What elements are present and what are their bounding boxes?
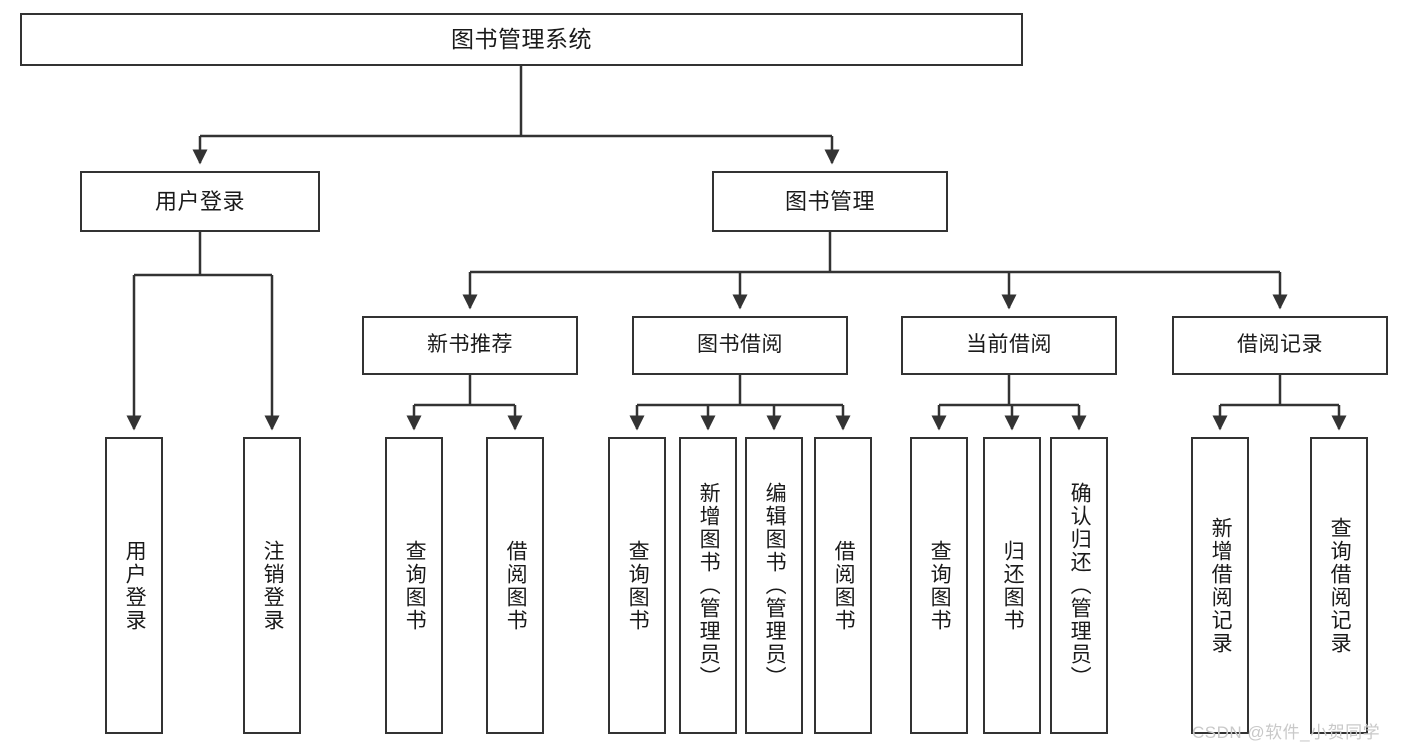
leaf-add-book-admin[interactable]: 新增图书（管理员） (679, 437, 737, 734)
node-label: 图书借阅 (697, 333, 783, 357)
leaf-query-book-1[interactable]: 查询图书 (385, 437, 443, 734)
node-borrow-record[interactable]: 借阅记录 (1172, 316, 1388, 375)
leaf-add-borrow-record[interactable]: 新增借阅记录 (1191, 437, 1249, 734)
leaf-return-book[interactable]: 归还图书 (983, 437, 1041, 734)
leaf-label: 编辑图书（管理员） (763, 482, 787, 689)
leaf-borrow-book-2[interactable]: 借阅图书 (814, 437, 872, 734)
node-current-borrow[interactable]: 当前借阅 (901, 316, 1117, 375)
leaf-query-borrow-record[interactable]: 查询借阅记录 (1310, 437, 1368, 734)
leaf-label: 归还图书 (1001, 539, 1025, 632)
leaf-label: 查询借阅记录 (1328, 516, 1352, 655)
leaf-edit-book-admin[interactable]: 编辑图书（管理员） (745, 437, 803, 734)
csdn-watermark: CSDN @软件_小贺同学 (1192, 723, 1381, 742)
leaf-label: 借阅图书 (504, 539, 528, 632)
leaf-label: 注销登录 (261, 539, 285, 632)
leaf-label: 借阅图书 (832, 539, 856, 632)
leaf-borrow-book-1[interactable]: 借阅图书 (486, 437, 544, 734)
node-label: 图书管理 (784, 188, 875, 214)
leaf-label: 查询图书 (928, 539, 952, 632)
leaf-label: 查询图书 (403, 539, 427, 632)
node-label: 当前借阅 (966, 333, 1052, 357)
leaf-query-book-2[interactable]: 查询图书 (608, 437, 666, 734)
leaf-label: 新增借阅记录 (1209, 516, 1233, 655)
node-book-borrow[interactable]: 图书借阅 (632, 316, 848, 375)
leaf-label: 查询图书 (626, 539, 650, 632)
leaf-label: 新增图书（管理员） (697, 482, 721, 689)
node-label: 用户登录 (154, 188, 245, 214)
leaf-user-logout[interactable]: 注销登录 (243, 437, 301, 734)
node-book-management-system[interactable]: 图书管理系统 (20, 13, 1023, 66)
node-label: 图书管理系统 (451, 26, 592, 53)
leaf-label: 用户登录 (123, 539, 147, 632)
leaf-confirm-return-admin[interactable]: 确认归还（管理员） (1050, 437, 1108, 734)
node-book-management[interactable]: 图书管理 (712, 171, 948, 232)
node-new-book-recommend[interactable]: 新书推荐 (362, 316, 578, 375)
leaf-user-login[interactable]: 用户登录 (105, 437, 163, 734)
node-label: 借阅记录 (1237, 333, 1323, 357)
node-label: 新书推荐 (427, 333, 513, 357)
leaf-query-book-3[interactable]: 查询图书 (910, 437, 968, 734)
node-user-login[interactable]: 用户登录 (80, 171, 320, 232)
leaf-label: 确认归还（管理员） (1068, 482, 1092, 689)
